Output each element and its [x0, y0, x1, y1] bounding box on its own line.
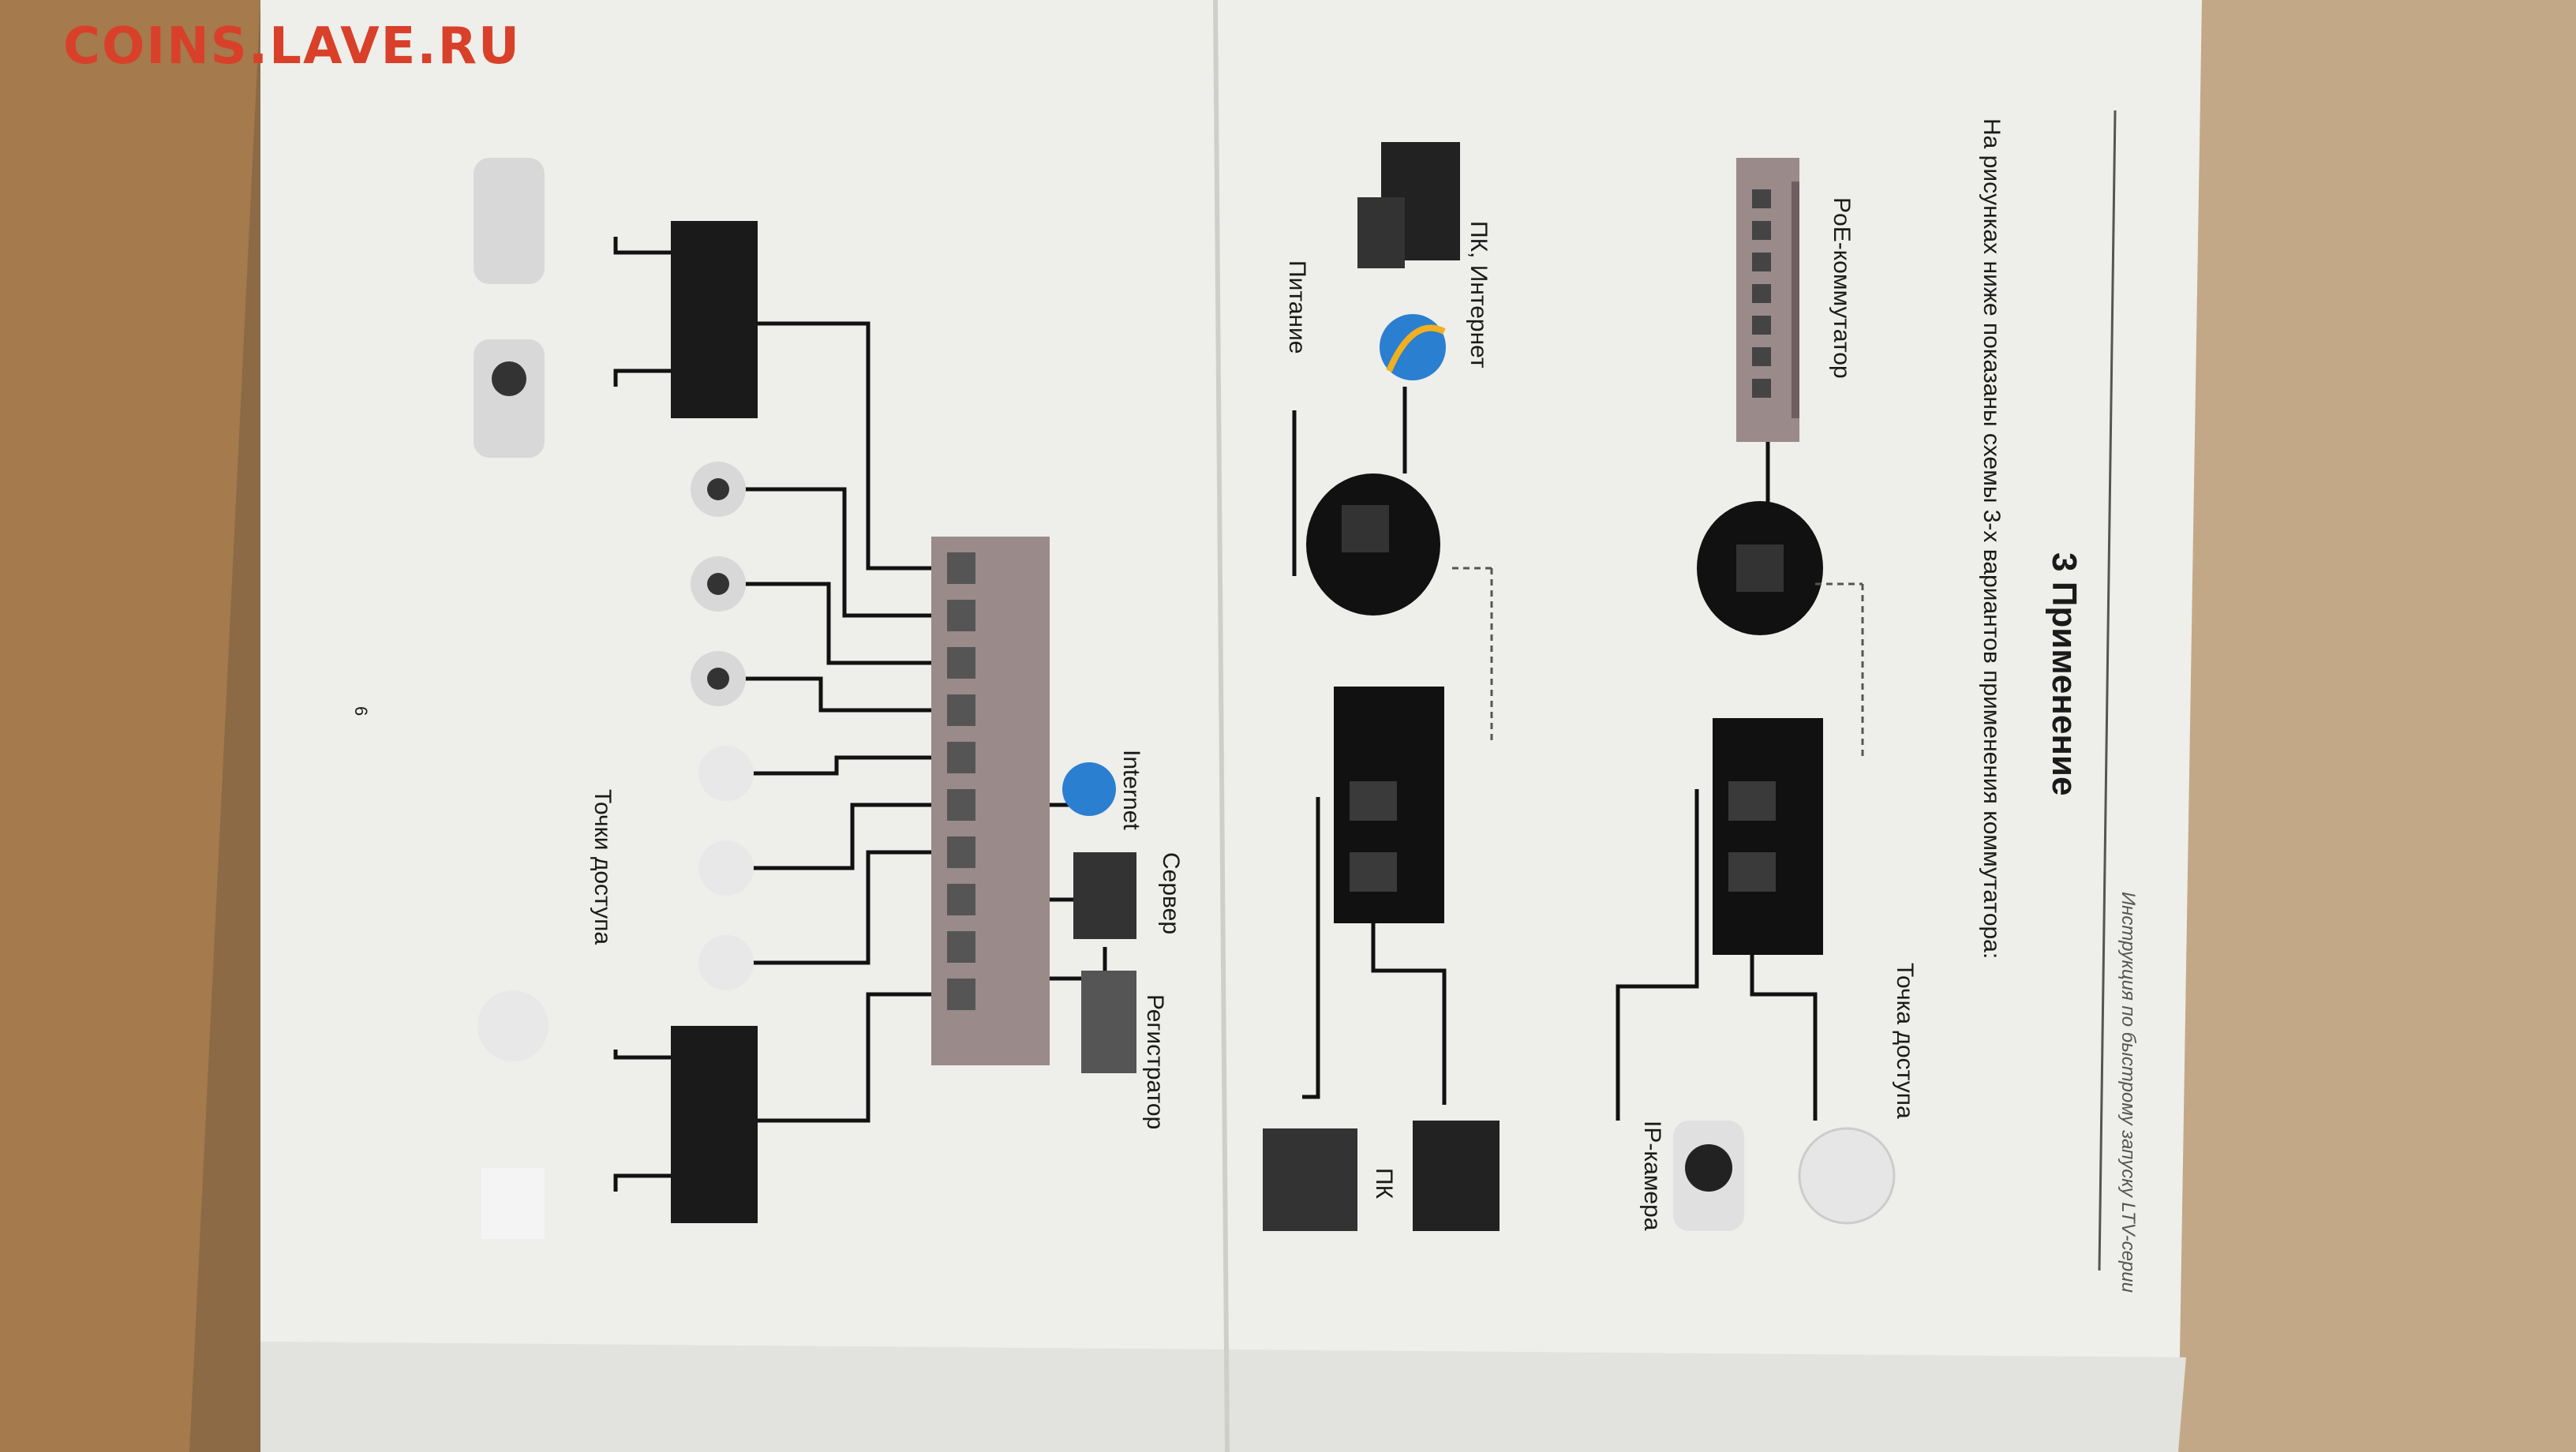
label-internet: Internet	[1118, 750, 1144, 830]
sub-switch-bottom	[671, 1026, 758, 1223]
watermark: COINS.LAVE.RU	[63, 17, 521, 76]
doc-header-title: Инструкция по быстрому запуску LTV-серии	[2117, 892, 2139, 1293]
label-power: Питание	[1284, 260, 1310, 354]
label-access-point: Точка доступа	[1892, 963, 1918, 1119]
label-server: Сервер	[1158, 852, 1184, 935]
label-poe-switch: PoE-коммутатор	[1829, 197, 1855, 379]
paper-fold	[1213, 0, 1230, 1452]
diagram-2	[1263, 142, 1500, 1231]
label-ip-camera: IP-камера	[1639, 1121, 1665, 1231]
header-rule	[2098, 110, 2117, 1271]
sub-switch-top	[671, 221, 758, 418]
poe-splitter	[1713, 718, 1823, 955]
label-pc: ПК	[1371, 1168, 1397, 1199]
diagram-3	[474, 158, 1136, 1239]
label-pc-internet: ПК, Интернет	[1466, 221, 1492, 369]
cloth-right	[2178, 0, 2576, 1452]
server-device	[1073, 852, 1136, 939]
recorder-device-3	[1081, 971, 1136, 1073]
label-recorder: Регистратор	[1142, 994, 1168, 1130]
recorder-device-2	[1263, 1128, 1357, 1231]
label-access-points: Точки доступа	[590, 789, 616, 945]
table-edge-left	[0, 0, 260, 1452]
section-title: 3 Применение	[2045, 552, 2084, 796]
internet-globe-3	[1062, 762, 1116, 816]
page-number: 6	[351, 706, 371, 717]
access-point-device	[1798, 1127, 1896, 1225]
diagram-1	[1616, 158, 1896, 1231]
section-intro: На рисунках ниже показаны схемы 3-х вари…	[1979, 118, 2005, 960]
paper-shadow	[260, 1342, 2186, 1452]
pc-device-2	[1413, 1121, 1500, 1231]
paper-sheet	[260, 0, 2202, 1452]
